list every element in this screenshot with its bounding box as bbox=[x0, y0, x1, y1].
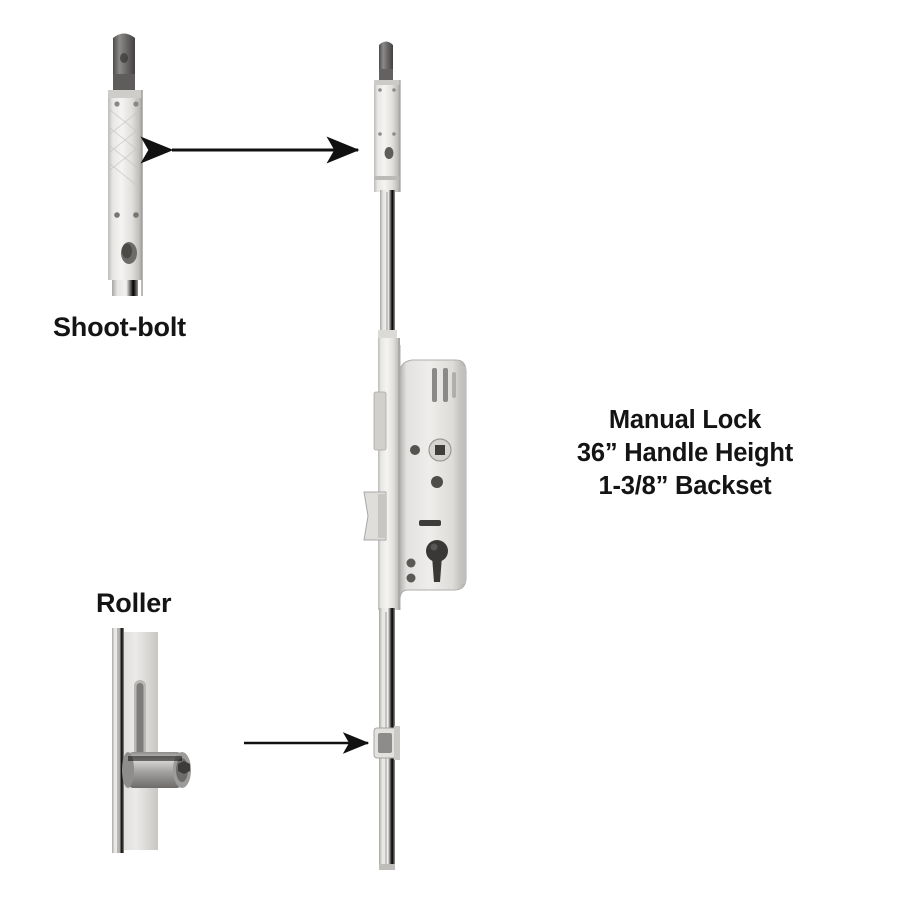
roller-label: Roller bbox=[96, 588, 172, 618]
spec-text-block: Manual Lock 36” Handle Height 1-3/8” Bac… bbox=[520, 404, 850, 503]
latch-bolt bbox=[363, 491, 387, 541]
shoot-bolt-label: Shoot-bolt bbox=[53, 312, 186, 342]
roller-cam bbox=[122, 752, 191, 788]
lower-roller-cam bbox=[373, 726, 400, 760]
spec-line-backset: 1-3/8” Backset bbox=[598, 472, 772, 500]
roller-detail-illustration bbox=[112, 628, 191, 853]
main-lock-assembly bbox=[363, 41, 467, 870]
top-shoot-bolt bbox=[374, 41, 401, 192]
spec-line-product: Manual Lock bbox=[608, 406, 762, 434]
euro-cylinder-keyhole bbox=[419, 520, 448, 582]
spindle-hole bbox=[428, 438, 452, 462]
shoot-bolt-detail-illustration bbox=[108, 33, 143, 296]
spec-line-handle-height: 36” Handle Height bbox=[576, 439, 794, 467]
